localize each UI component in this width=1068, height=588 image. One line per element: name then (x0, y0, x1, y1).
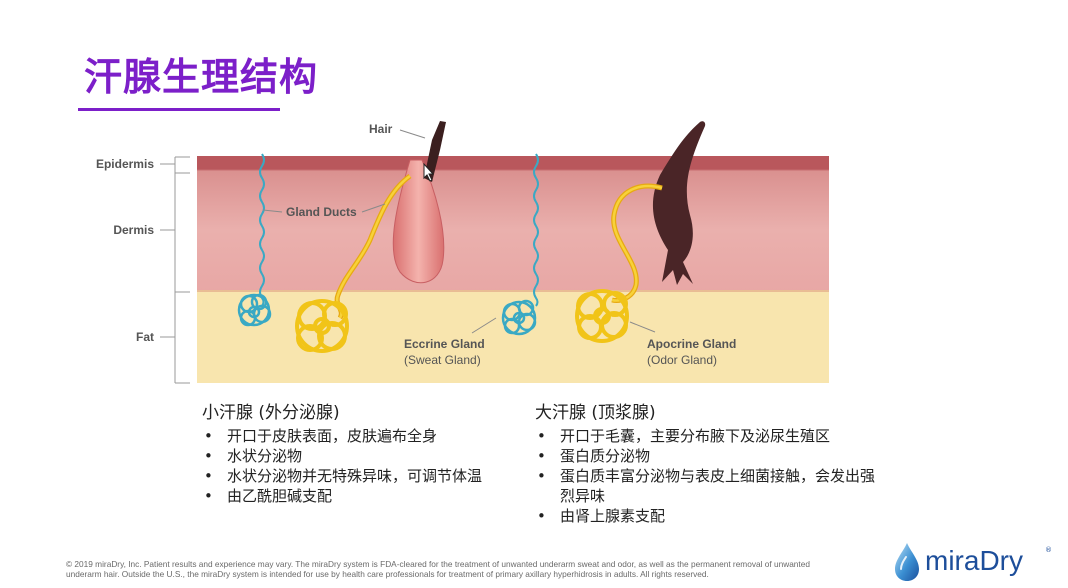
apocrine-coil-right (575, 289, 629, 343)
mouse-cursor-icon (423, 162, 435, 182)
list-item: 蛋白质丰富分泌物与表皮上细菌接触，会发出强烈异味 (535, 466, 875, 506)
eccrine-description: 小汗腺 (外分泌腺) 开口于皮肤表面，皮肤遍布全身 水状分泌物 水状分泌物并无特… (202, 402, 522, 506)
miradry-logo: miraDry ® (893, 542, 1063, 584)
list-item: 由肾上腺素支配 (535, 506, 875, 526)
list-item: 开口于毛囊，主要分布腋下及泌尿生殖区 (535, 426, 875, 446)
logo-wordmark: miraDry (925, 545, 1023, 576)
slide-title: 汗腺生理结构 (84, 55, 319, 99)
sweat-gland-diagram: Epidermis Dermis Fat (96, 121, 829, 384)
eccrine-coil-right (501, 299, 537, 336)
apocrine-coil-left (295, 299, 349, 353)
eccrine-duct-left (259, 153, 265, 307)
footer-disclaimer: © 2019 miraDry, Inc. Patient results and… (66, 559, 810, 579)
list-item: 蛋白质分泌物 (535, 446, 875, 466)
hair-shaft-right (652, 121, 706, 285)
eccrine-duct-right (533, 153, 539, 307)
dermis-label: Dermis (113, 223, 154, 237)
hair-shaft-left (424, 121, 446, 182)
apocrine-gland-sublabel: (Odor Gland) (647, 353, 717, 367)
list-item: 水状分泌物并无特殊异味，可调节体温 (202, 466, 522, 486)
eccrine-gland-sublabel: (Sweat Gland) (404, 353, 481, 367)
apocrine-list: 开口于毛囊，主要分布腋下及泌尿生殖区 蛋白质分泌物 蛋白质丰富分泌物与表皮上细菌… (535, 426, 875, 526)
apocrine-gland-label: Apocrine Gland (647, 337, 736, 351)
list-item: 水状分泌物 (202, 446, 522, 466)
hair-follicle (392, 159, 445, 284)
logo-registered-mark: ® (1045, 546, 1052, 554)
gland-ducts-label: Gland Ducts (286, 205, 357, 219)
water-drop-icon (895, 543, 919, 581)
eccrine-heading: 小汗腺 (外分泌腺) (202, 403, 340, 423)
title-underline (78, 108, 280, 111)
apocrine-description: 大汗腺 (顶浆腺) 开口于毛囊，主要分布腋下及泌尿生殖区 蛋白质分泌物 蛋白质丰… (535, 402, 875, 526)
epidermis-label: Epidermis (96, 157, 154, 171)
apocrine-heading: 大汗腺 (顶浆腺) (535, 403, 656, 423)
fat-label: Fat (136, 330, 154, 344)
epidermis-layer (197, 156, 829, 170)
list-item: 开口于皮肤表面，皮肤遍布全身 (202, 426, 522, 446)
eccrine-gland-label: Eccrine Gland (404, 337, 485, 351)
hair-label: Hair (369, 122, 393, 136)
layer-bracket (160, 156, 190, 384)
eccrine-list: 开口于皮肤表面，皮肤遍布全身 水状分泌物 水状分泌物并无特殊异味，可调节体温 由… (202, 426, 522, 506)
list-item: 由乙酰胆碱支配 (202, 486, 522, 506)
dermis-layer (197, 168, 829, 292)
eccrine-coil-left (237, 293, 272, 327)
